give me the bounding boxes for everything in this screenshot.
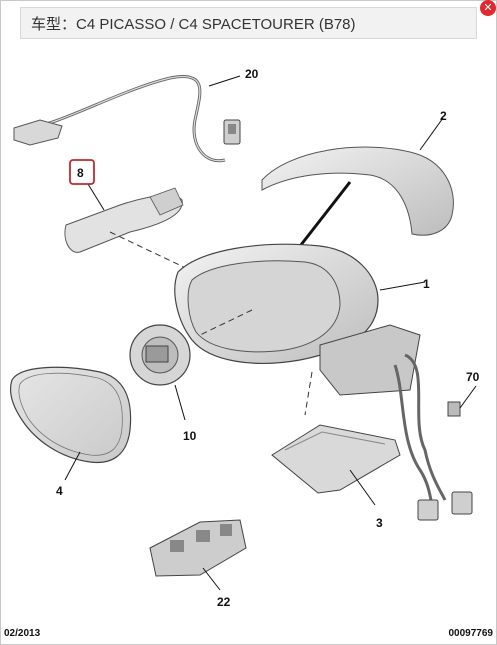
callout-70: 70 (466, 370, 480, 384)
callout-8: 8 (77, 166, 84, 180)
part-3-lower-trim (271, 424, 401, 506)
callout-3: 3 (376, 516, 383, 530)
part-1-mirror-housing (174, 243, 426, 416)
part-10-motor (129, 324, 191, 421)
model-title: 车型：C4 PICASSO / C4 SPACETOURER (B78) (31, 15, 356, 33)
footer-ref: 00097769 (448, 628, 494, 639)
callout-2: 2 (440, 109, 447, 123)
part-4-glass (9, 366, 132, 481)
harness (393, 353, 477, 521)
callout-4: 4 (56, 484, 63, 498)
close-icon[interactable]: ✕ (480, 0, 496, 16)
model-title-bar: 车型：C4 PICASSO / C4 SPACETOURER (B78) (20, 7, 477, 39)
part-22-switch (149, 519, 247, 591)
footer-date: 02/2013 (4, 628, 41, 639)
part-8-indicator (64, 159, 191, 271)
callout-10: 10 (183, 429, 197, 443)
callout-22: 22 (217, 595, 231, 609)
callout-20: 20 (245, 67, 259, 81)
part-2-cover (261, 117, 454, 251)
part-20-cable (13, 75, 241, 163)
highlight-box (69, 159, 95, 185)
callout-1: 1 (423, 277, 430, 291)
